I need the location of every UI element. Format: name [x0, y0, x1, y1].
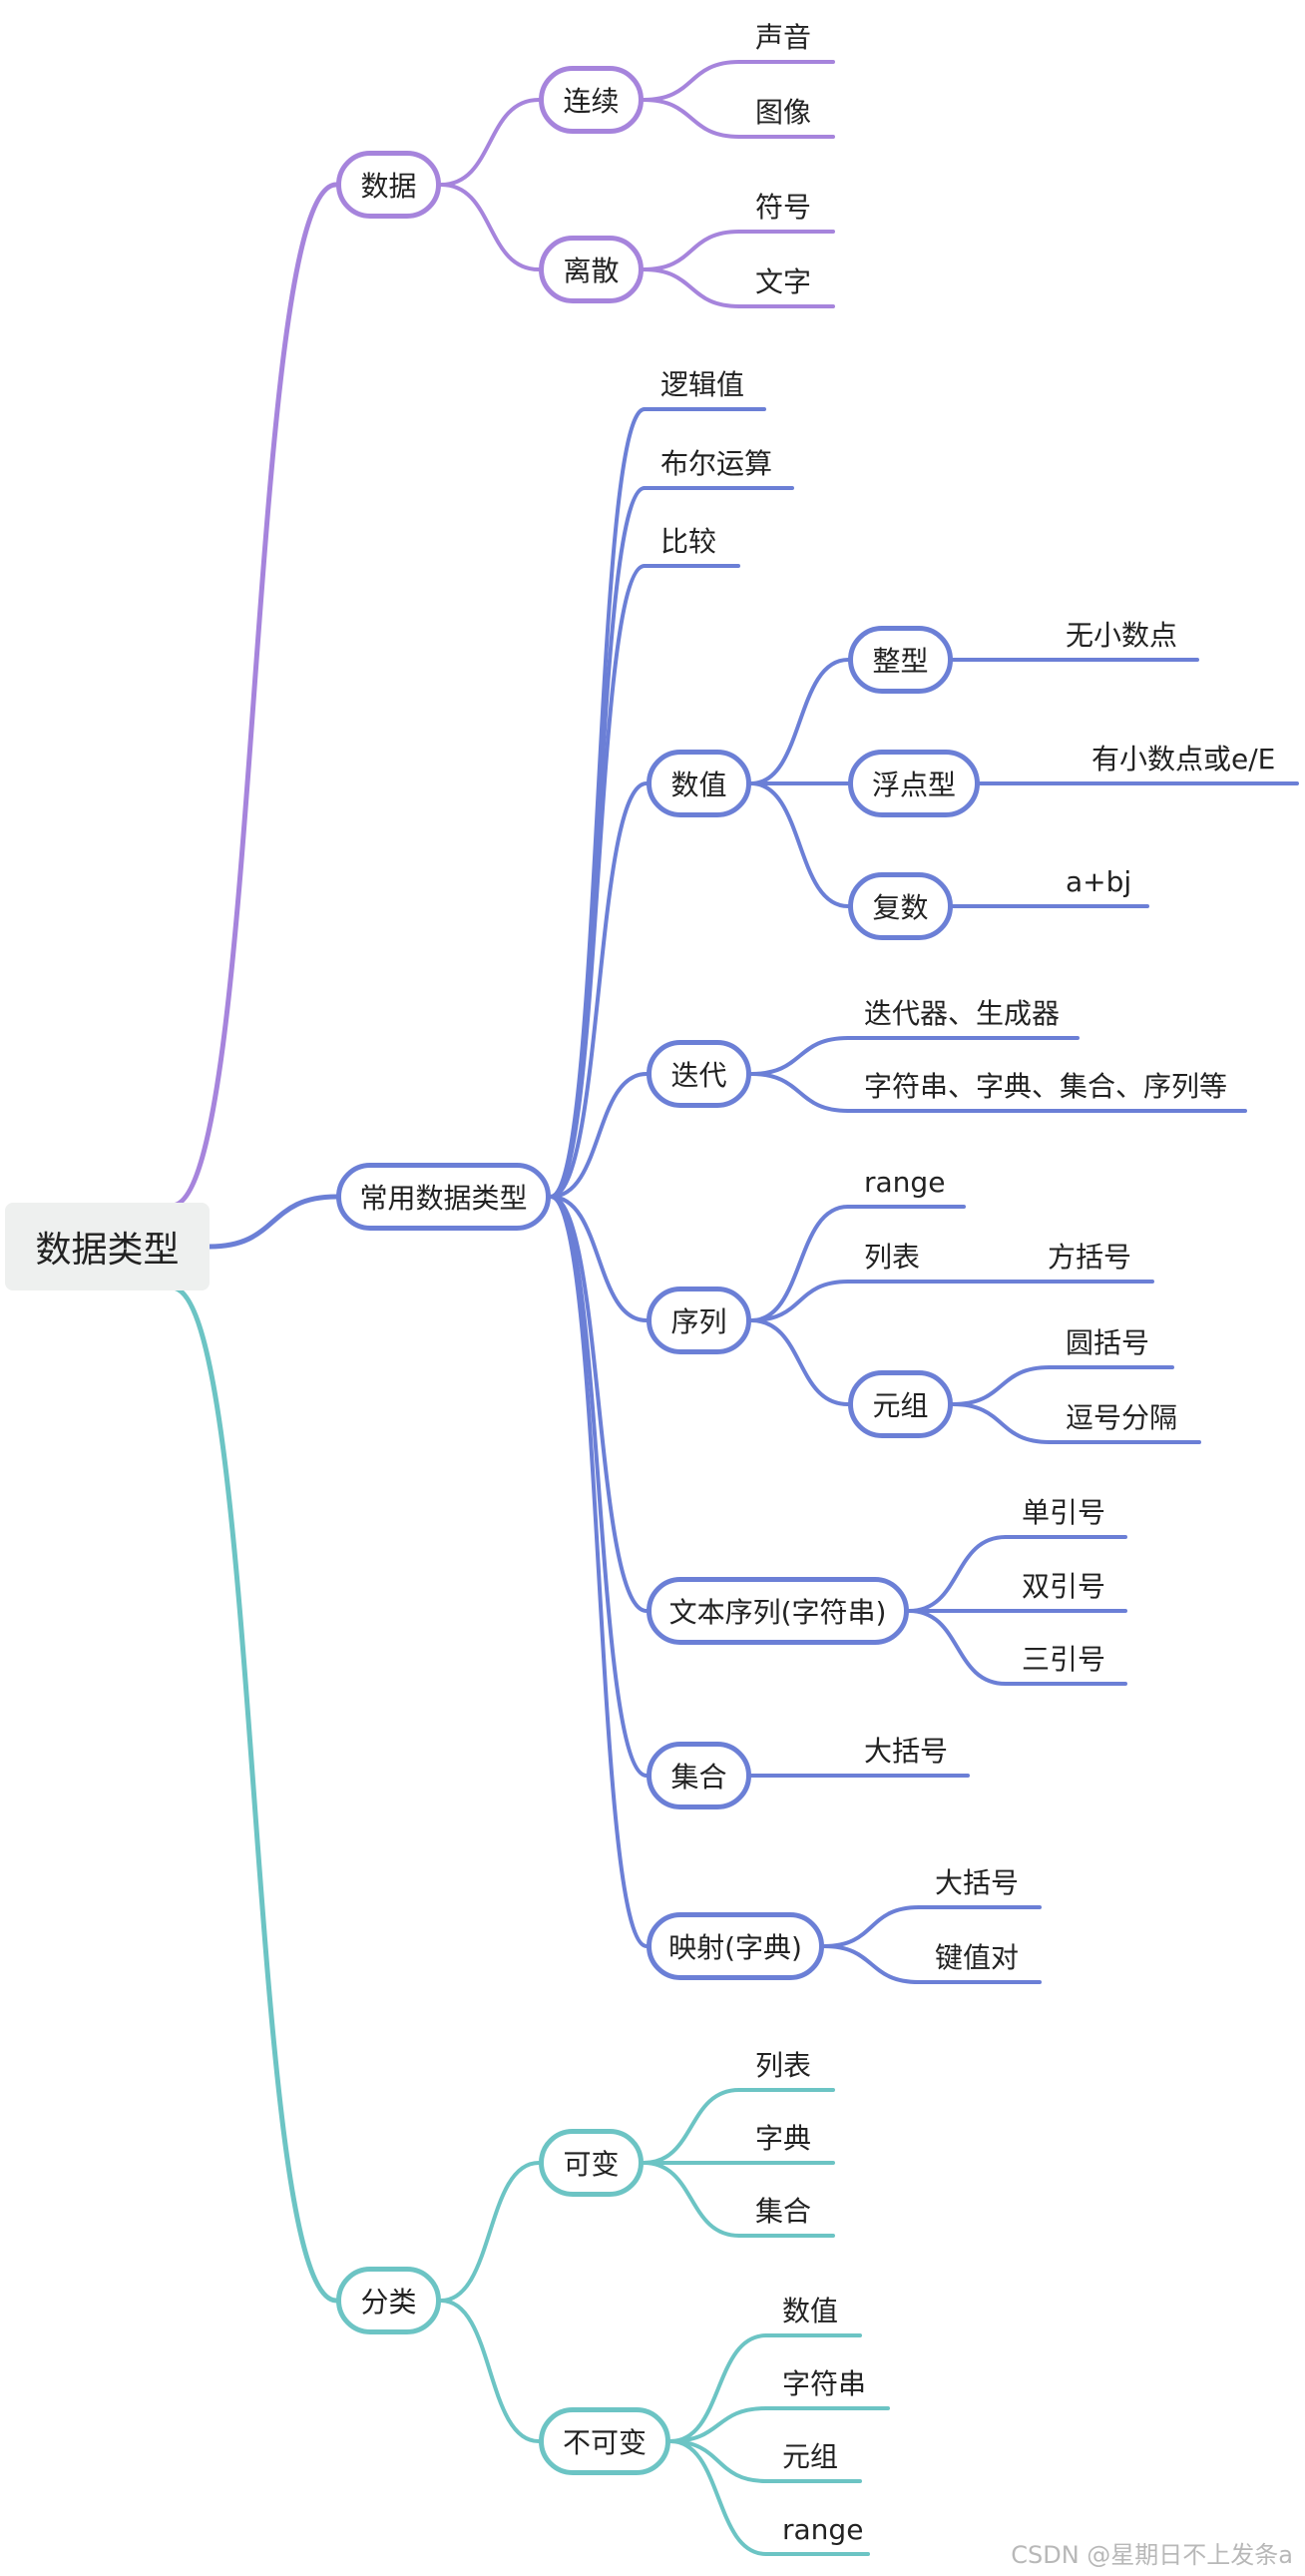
link-0-1	[439, 183, 541, 271]
node-1-5-2[interactable]: 元组	[848, 1370, 953, 1438]
link-1-2	[549, 564, 647, 1199]
link-0-1-0	[642, 230, 741, 271]
leaf-0-0-1[interactable]: 图像	[755, 96, 812, 129]
leaf-1-2[interactable]: 比较	[660, 525, 717, 558]
leaf-1-8-0[interactable]: 大括号	[935, 1866, 1020, 1899]
link-1-3-0	[749, 658, 850, 785]
node-1[interactable]: 常用数据类型	[336, 1163, 551, 1231]
node-1-3-0[interactable]: 整型	[848, 626, 953, 694]
leaf-1-5-2-0[interactable]: 圆括号	[1066, 1326, 1150, 1359]
link-1-3	[549, 781, 649, 1199]
link-1-4	[549, 1072, 649, 1199]
leaf-1-5-1-0[interactable]: 方括号	[1048, 1241, 1132, 1274]
link-1-8-0	[822, 1905, 921, 1948]
link-1-7	[549, 1195, 649, 1778]
leaf-1-3-1-0[interactable]: 有小数点或e/E	[1091, 743, 1276, 775]
node-1-7[interactable]: 集合	[647, 1742, 751, 1809]
link-0-0	[439, 98, 541, 187]
leaf-0-0-0[interactable]: 声音	[755, 21, 812, 54]
leaf-1-8-1[interactable]: 键值对	[935, 1941, 1020, 1974]
leaf-1-4-0[interactable]: 迭代器、生成器	[864, 997, 1061, 1030]
node-0-0[interactable]: 连续	[539, 66, 644, 134]
link-0-0-1	[642, 98, 741, 139]
leaf-1-6-0[interactable]: 单引号	[1022, 1496, 1106, 1529]
leaf-2-1-3[interactable]: range	[782, 2513, 864, 2546]
leaf-2-1-0[interactable]: 数值	[782, 2295, 839, 2327]
node-2-0[interactable]: 可变	[539, 2129, 644, 2197]
leaf-1-7-0[interactable]: 大括号	[864, 1735, 949, 1768]
link-0	[169, 182, 339, 1209]
node-2[interactable]: 分类	[336, 2267, 441, 2334]
node-2-1[interactable]: 不可变	[539, 2407, 670, 2475]
link-2-0-2	[642, 2161, 741, 2238]
node-1-3-1[interactable]: 浮点型	[848, 750, 980, 817]
watermark: CSDN @星期日不上发条a	[1011, 2541, 1293, 2569]
leaf-1-5-0[interactable]: range	[864, 1166, 946, 1199]
link-2-1-1	[668, 2406, 768, 2443]
link-1-5	[549, 1195, 649, 1322]
node-1-4[interactable]: 迭代	[647, 1040, 751, 1108]
link-1-8-1	[822, 1944, 921, 1984]
leaf-2-1-2[interactable]: 元组	[782, 2440, 839, 2473]
leaf-0-1-1[interactable]: 文字	[755, 265, 812, 298]
link-1-5-2-0	[951, 1365, 1052, 1406]
node-1-3-2[interactable]: 复数	[848, 872, 953, 940]
link-1-5-1	[749, 1280, 850, 1322]
root-node[interactable]: 数据类型	[5, 1203, 210, 1290]
link-1-4-1	[749, 1072, 850, 1113]
link-2-0-0	[642, 2088, 741, 2165]
link-1	[207, 1194, 339, 1250]
node-0[interactable]: 数据	[336, 151, 441, 219]
link-1-5-2	[749, 1318, 850, 1406]
node-0-1[interactable]: 离散	[539, 236, 644, 303]
link-1-3-2	[749, 781, 850, 908]
link-2	[169, 1285, 339, 2304]
link-2-1-0	[668, 2333, 768, 2443]
link-0-0-0	[642, 60, 741, 102]
link-1-8	[549, 1195, 649, 1948]
link-2-1-2	[668, 2439, 768, 2483]
link-2-0	[439, 2161, 541, 2303]
link-1-1	[549, 486, 647, 1199]
leaf-1-5-1[interactable]: 列表	[864, 1241, 921, 1274]
leaf-1-5-2-1[interactable]: 逗号分隔	[1066, 1401, 1178, 1434]
leaf-0-1-0[interactable]: 符号	[755, 191, 812, 224]
link-1-5-0	[749, 1205, 850, 1322]
link-1-6-2	[907, 1609, 1008, 1686]
link-0-1-1	[642, 267, 741, 308]
link-1-6	[549, 1195, 649, 1613]
node-1-8[interactable]: 映射(字典)	[647, 1912, 824, 1980]
node-1-3[interactable]: 数值	[647, 750, 751, 817]
leaf-1-6-2[interactable]: 三引号	[1022, 1643, 1106, 1676]
leaf-2-0-1[interactable]: 字典	[755, 2122, 812, 2155]
link-2-1-3	[668, 2439, 768, 2556]
leaf-1-0[interactable]: 逻辑值	[660, 368, 745, 401]
node-1-6[interactable]: 文本序列(字符串)	[647, 1577, 909, 1645]
leaf-2-1-1[interactable]: 字符串	[782, 2367, 867, 2400]
link-1-5-2-1	[951, 1402, 1052, 1444]
leaf-1-1[interactable]: 布尔运算	[660, 447, 773, 480]
node-1-5[interactable]: 序列	[647, 1287, 751, 1354]
leaf-2-0-2[interactable]: 集合	[755, 2195, 812, 2228]
leaf-1-6-1[interactable]: 双引号	[1022, 1570, 1106, 1603]
leaf-1-3-2-0[interactable]: a+bj	[1066, 865, 1132, 898]
link-1-6-0	[907, 1535, 1008, 1613]
link-2-1	[439, 2299, 541, 2443]
link-1-4-0	[749, 1036, 850, 1076]
leaf-1-3-0-0[interactable]: 无小数点	[1066, 619, 1178, 652]
leaf-1-4-1[interactable]: 字符串、字典、集合、序列等	[864, 1070, 1228, 1103]
leaf-2-0-0[interactable]: 列表	[755, 2049, 812, 2082]
